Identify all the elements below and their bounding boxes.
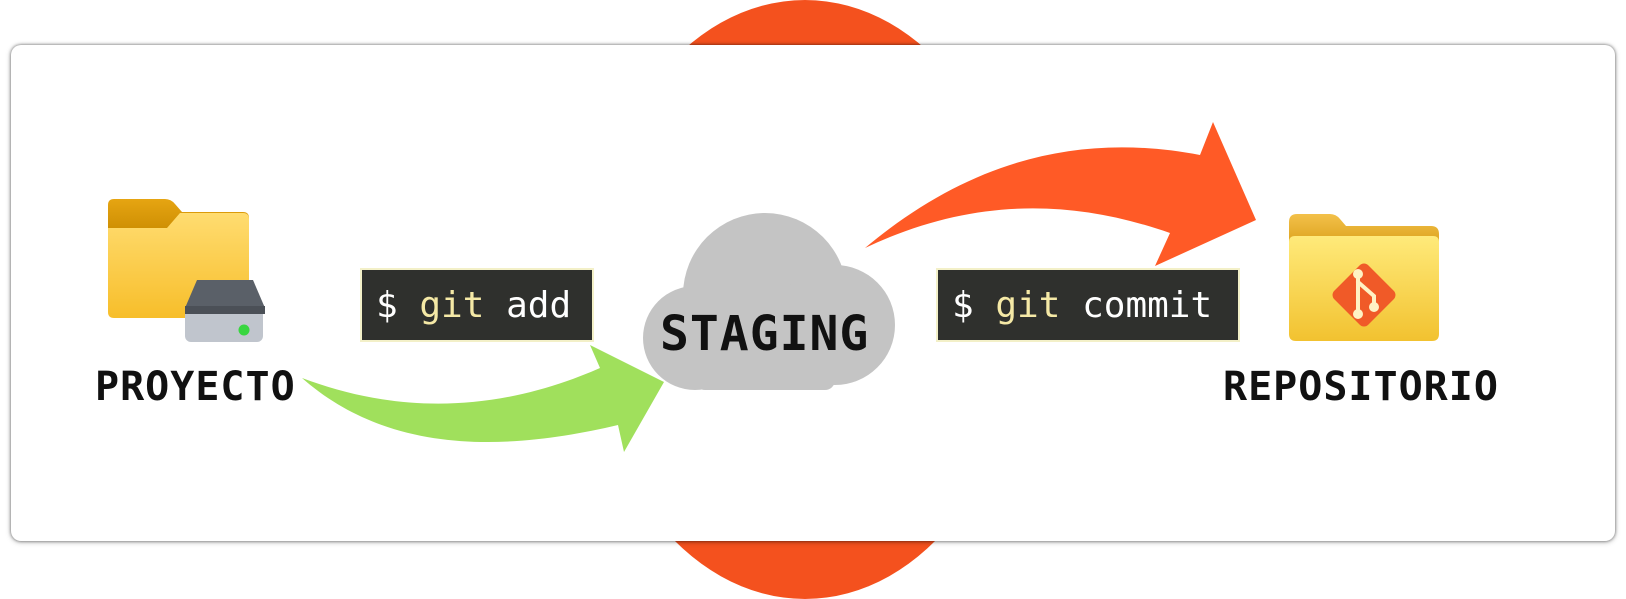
command-argument: commit [1082, 284, 1213, 326]
git-keyword: git [419, 284, 485, 326]
cloud-icon [643, 213, 895, 390]
prompt-symbol: $ [952, 284, 974, 326]
project-label: PROYECTO [95, 364, 296, 410]
staging-label: STAGING [660, 306, 870, 362]
folder-with-drive-icon [108, 199, 265, 342]
command-argument: add [506, 284, 572, 326]
git-folder-icon [1289, 214, 1439, 341]
repository-label: REPOSITORIO [1223, 364, 1499, 410]
prompt-symbol: $ [376, 284, 398, 326]
git-commit-command: $ git commit [936, 268, 1240, 342]
git-add-command: $ git add [360, 268, 594, 342]
git-keyword: git [995, 284, 1061, 326]
